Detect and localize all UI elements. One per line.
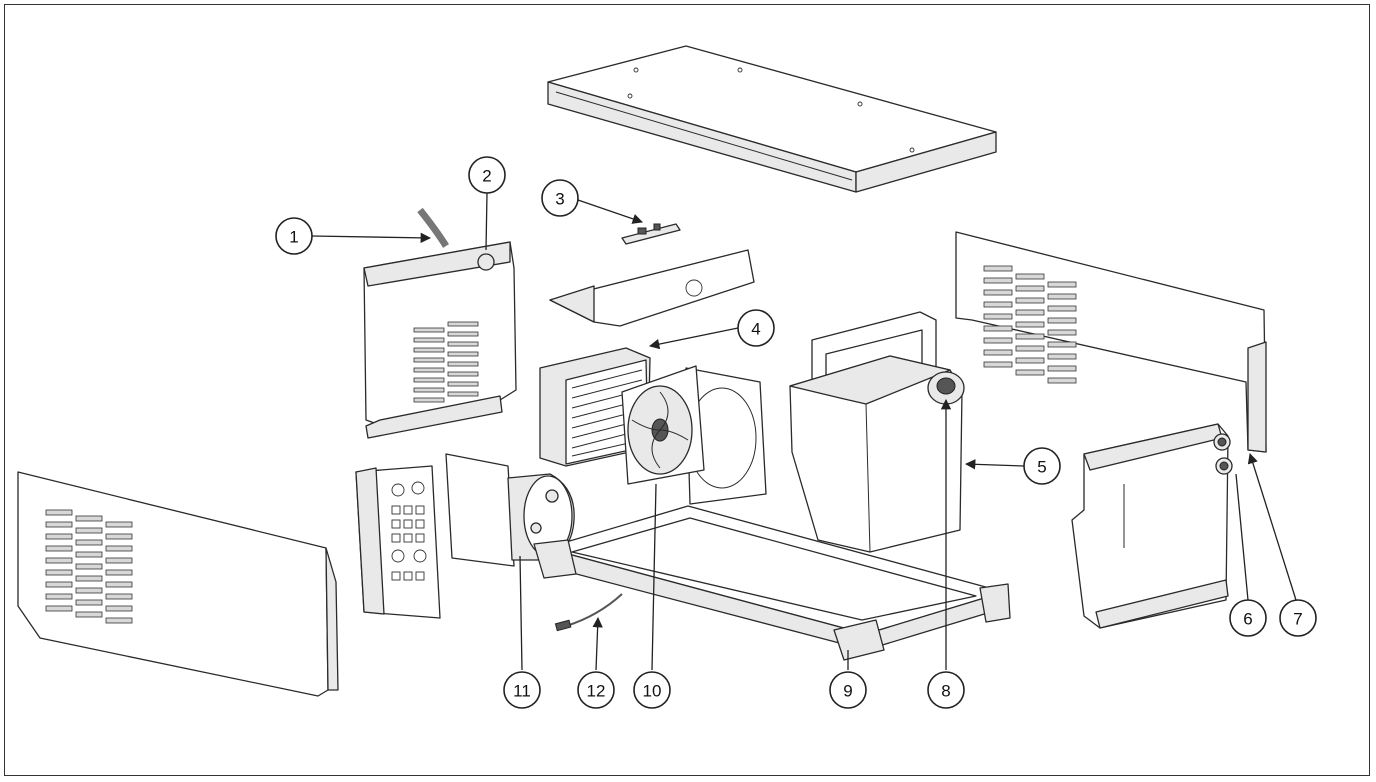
front-panel-holes bbox=[391, 481, 427, 581]
left-panel-louvers bbox=[45, 509, 133, 624]
callout-10: 10 bbox=[633, 671, 671, 709]
callout-4: 4 bbox=[737, 309, 775, 347]
rear-left-bracket bbox=[363, 207, 517, 439]
callout-label: 6 bbox=[1243, 610, 1252, 629]
left-side-panel bbox=[17, 471, 339, 697]
callout-2: 2 bbox=[468, 156, 506, 194]
callout-label: 12 bbox=[587, 682, 606, 701]
coolant-tank bbox=[789, 311, 965, 553]
callout-12: 12 bbox=[577, 671, 615, 709]
diagram-frame bbox=[4, 4, 1370, 776]
right-panel-louvers bbox=[983, 265, 1077, 384]
callout-label: 11 bbox=[513, 682, 531, 701]
small-pcb bbox=[621, 223, 681, 245]
fan-assembly bbox=[621, 365, 767, 505]
base-foot-rear-right bbox=[979, 583, 1011, 623]
callout-7: 7 bbox=[1279, 599, 1317, 637]
callout-9: 9 bbox=[829, 671, 867, 709]
front-panel bbox=[355, 465, 441, 619]
callout-label: 2 bbox=[482, 167, 491, 186]
right-side-panel bbox=[955, 231, 1267, 453]
callout-label: 4 bbox=[751, 320, 760, 339]
callout-11: 11 bbox=[503, 671, 541, 709]
front-right-bracket bbox=[1071, 423, 1233, 629]
rear-bracket-louvers bbox=[413, 321, 479, 403]
callout-label: 10 bbox=[643, 682, 662, 701]
tray-bracket bbox=[549, 249, 755, 327]
callout-label: 8 bbox=[941, 682, 950, 701]
callout-label: 9 bbox=[843, 682, 852, 701]
callout-label: 3 bbox=[555, 190, 564, 209]
pump-motor bbox=[445, 453, 575, 567]
top-cover bbox=[547, 45, 997, 193]
callout-3: 3 bbox=[541, 179, 579, 217]
base-foot-front-left bbox=[533, 539, 577, 579]
base-frame bbox=[533, 505, 1011, 661]
callout-label: 7 bbox=[1293, 610, 1302, 629]
callout-label: 1 bbox=[289, 228, 298, 247]
callout-label: 5 bbox=[1037, 458, 1046, 477]
callout-1: 1 bbox=[275, 217, 313, 255]
callout-8: 8 bbox=[927, 671, 965, 709]
base-foot-front-right bbox=[833, 619, 885, 661]
sensor-cable bbox=[554, 593, 623, 632]
callout-5: 5 bbox=[1023, 447, 1061, 485]
leader-lines bbox=[311, 192, 1297, 671]
callout-6: 6 bbox=[1229, 599, 1267, 637]
